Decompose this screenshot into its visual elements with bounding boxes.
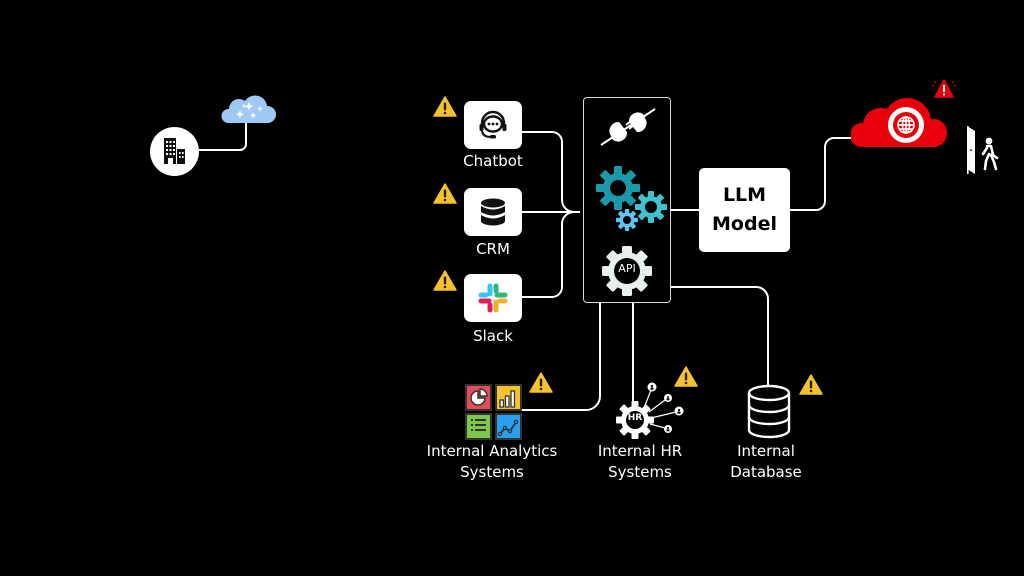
hr-gear-icon[interactable]: HR xyxy=(613,378,693,440)
warning-icon xyxy=(799,374,823,395)
chatbot-connector xyxy=(521,131,575,213)
api-gear-icon: API xyxy=(601,245,653,297)
warning-icon xyxy=(529,372,553,393)
hr-label-line2: Systems xyxy=(608,463,672,481)
person-exiting-door-icon xyxy=(965,124,999,176)
analytics-label-line2: Systems xyxy=(460,463,524,481)
warning-icon xyxy=(433,96,457,117)
red-cloud-globe-icon[interactable] xyxy=(851,93,951,149)
gears-icon xyxy=(594,164,670,236)
chatbot-label: Chatbot xyxy=(463,152,523,170)
crm-tile[interactable] xyxy=(464,188,522,236)
llm-title-line1: LLM xyxy=(722,184,767,206)
warning-icon xyxy=(433,183,457,204)
analytics-dashboard-icon[interactable] xyxy=(465,384,523,440)
integration-hub[interactable]: API xyxy=(583,97,671,303)
analytics-label-line1: Internal Analytics xyxy=(426,442,558,460)
warning-icon xyxy=(433,270,457,291)
slack-tile[interactable] xyxy=(464,274,522,322)
hr-text: HR xyxy=(627,413,643,423)
headset-chat-icon xyxy=(479,110,507,139)
slack-label: Slack xyxy=(473,327,513,345)
crm-label: CRM xyxy=(476,240,510,258)
llm-cloud-connector xyxy=(790,137,852,211)
enterprise-connector xyxy=(199,118,247,151)
slack-logo-icon xyxy=(478,283,508,313)
alert-icon xyxy=(931,77,957,99)
office-building-icon xyxy=(150,127,199,176)
gear-large xyxy=(596,166,640,210)
warning-icon xyxy=(674,366,698,387)
chatbot-tile[interactable] xyxy=(464,101,522,149)
hr-label-line1: Internal HR xyxy=(597,442,683,460)
sparkle-cloud-icon xyxy=(220,93,276,125)
slack-connector xyxy=(521,211,575,298)
database-icon xyxy=(481,198,505,226)
llm-title-line2: Model xyxy=(712,213,777,235)
plug-connector-icon xyxy=(598,106,658,148)
llm-model-box[interactable]: LLM Model xyxy=(699,168,790,252)
database-connector xyxy=(671,286,769,385)
analytics-connector xyxy=(522,303,601,411)
database-outline-icon[interactable] xyxy=(746,384,792,440)
api-text: API xyxy=(618,262,636,275)
database-label-line2: Database xyxy=(730,463,802,481)
database-label-line1: Internal xyxy=(737,442,795,460)
